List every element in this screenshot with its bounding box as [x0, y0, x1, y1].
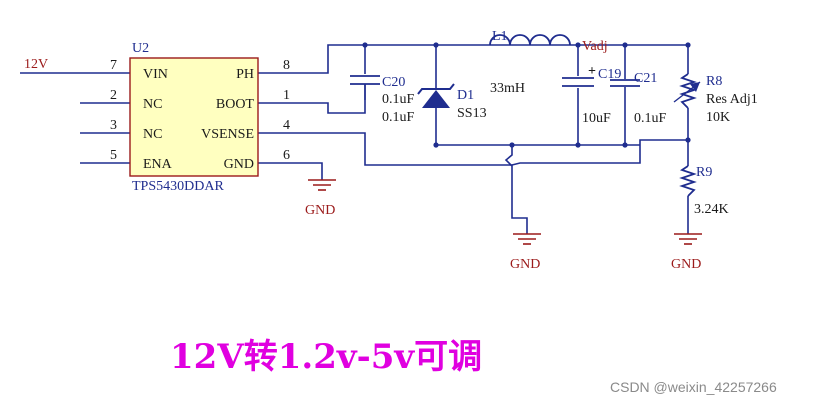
wire-gnd-pin6 — [258, 162, 323, 180]
wires — [20, 44, 689, 234]
net-label-12v: 12V — [24, 57, 48, 72]
ic-u2-body — [129, 57, 259, 177]
c19-value: 10uF — [582, 111, 611, 126]
diode-d1-cathode-bar — [417, 83, 455, 95]
gnd-label: GND — [510, 257, 540, 272]
ground-symbol — [308, 179, 336, 191]
junction-dot — [509, 142, 515, 148]
ground-symbol — [513, 233, 541, 245]
gnd-label: GND — [671, 257, 701, 272]
junction-dot — [433, 42, 439, 48]
junction-dot — [575, 142, 581, 148]
junction-dot — [622, 42, 628, 48]
junction-dot — [362, 42, 368, 48]
r8-value: 10K — [706, 110, 730, 125]
diode-d1-body — [422, 90, 450, 108]
c20-designator: C20 — [382, 75, 405, 90]
l1-value: 33mH — [490, 81, 525, 96]
c20-value: 0.1uF — [382, 92, 415, 107]
ground-symbols — [308, 179, 702, 245]
junction-dot — [433, 142, 439, 148]
wire-ph-switch-node — [258, 44, 578, 74]
c21-value: 0.1uF — [634, 111, 667, 126]
pin-name-boot: BOOT — [216, 97, 255, 112]
r8-designator: R8 — [706, 74, 722, 89]
c19-designator: C19 — [598, 67, 621, 82]
pin-number-4: 4 — [283, 118, 290, 133]
junction-dots — [362, 42, 691, 148]
d1-value: 0.1uF — [382, 110, 415, 125]
pin-number-2: 2 — [110, 88, 117, 103]
pin-name-vin: VIN — [143, 67, 168, 82]
r8-arrowhead — [690, 82, 700, 92]
pin-number-5: 5 — [110, 148, 117, 163]
pin-name-gnd: GND — [224, 157, 254, 172]
junction-dot — [622, 142, 628, 148]
d1-part: SS13 — [457, 106, 487, 121]
junction-dot — [575, 42, 581, 48]
c19-plus-sign: + — [588, 64, 596, 79]
pin-number-6: 6 — [283, 148, 290, 163]
resistor-r8 — [679, 73, 697, 109]
wire-vsense-feedback — [258, 132, 688, 166]
inductor-l1 — [489, 34, 571, 46]
r9-designator: R9 — [696, 165, 712, 180]
pin-name-vsense: VSENSE — [201, 127, 254, 142]
net-label-vadj: Vadj — [582, 39, 608, 54]
pin-number-3: 3 — [110, 118, 117, 133]
junction-dot — [685, 137, 691, 143]
parts — [350, 34, 697, 197]
l1-designator: L1 — [492, 29, 508, 44]
pin-name-nc-3: NC — [143, 127, 162, 142]
wire-boot-c20 — [258, 100, 366, 114]
wire-ground-drop — [504, 145, 528, 234]
pin-name-ena: ENA — [143, 157, 173, 172]
watermark: CSDN @weixin_42257266 — [610, 379, 777, 395]
d1-designator: D1 — [457, 88, 474, 103]
caption: 12V转1.2v-5v可调 — [170, 337, 482, 377]
ic-designator: U2 — [132, 41, 149, 56]
pin-name-nc-2: NC — [143, 97, 162, 112]
gnd-label: GND — [305, 203, 335, 218]
ground-symbol — [674, 233, 702, 245]
r9-value: 3.24K — [694, 202, 729, 217]
junction-dot — [685, 42, 691, 48]
pin-number-1: 1 — [283, 88, 290, 103]
ic-part-number: TPS5430DDAR — [132, 179, 224, 194]
resistor-r9 — [679, 165, 697, 197]
pin-name-ph: PH — [236, 67, 254, 82]
pin-number-7: 7 — [110, 58, 117, 73]
r8-label: Res Adj1 — [706, 92, 758, 107]
c21-designator: C21 — [634, 71, 657, 86]
pin-number-8: 8 — [283, 58, 290, 73]
